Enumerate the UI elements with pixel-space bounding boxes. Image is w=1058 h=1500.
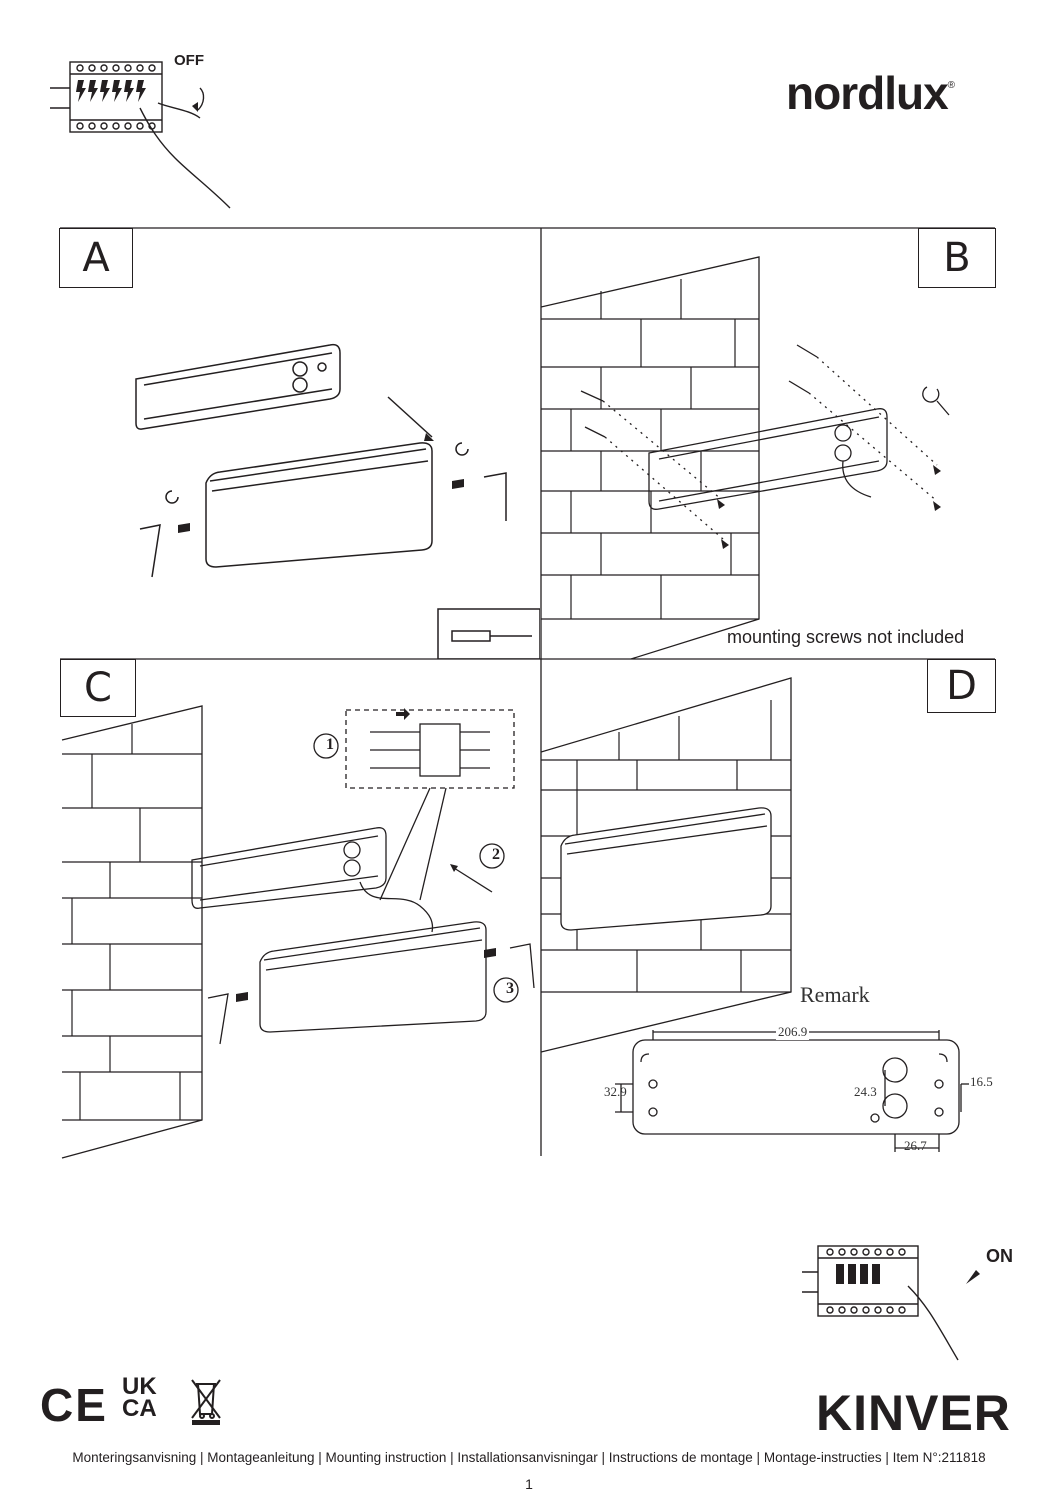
step-c-label: C	[60, 659, 136, 717]
step-c-marker-3: 3	[506, 980, 514, 997]
logo-text: nordlux	[786, 67, 949, 119]
breaker-on-illustration	[802, 1245, 980, 1361]
ukca-bottom: CA	[122, 1395, 157, 1422]
breaker-off-illustration	[50, 61, 231, 209]
panel-a-illustration	[135, 343, 540, 659]
step-d-label: D	[927, 659, 996, 713]
on-label: ON	[986, 1246, 1013, 1266]
panel-d-illustration	[541, 677, 969, 1152]
product-name: KINVER	[816, 1385, 1011, 1441]
panel-b-illustration	[541, 256, 950, 659]
mounting-screws-note: mounting screws not included	[727, 627, 965, 647]
dimension-hole-spacing: 24.3	[854, 1084, 877, 1099]
off-label: OFF	[174, 52, 204, 69]
dimension-hole-offset: 26.7	[904, 1138, 927, 1153]
dimension-edge-offset: 16.5	[970, 1074, 993, 1089]
step-b-label: B	[918, 228, 996, 288]
ce-mark: CE	[40, 1379, 108, 1431]
dimension-width: 206.9	[776, 1024, 810, 1040]
page-number: 1	[525, 1476, 533, 1492]
registered-mark: ®	[947, 80, 955, 91]
step-a-label: A	[59, 228, 133, 288]
footer-text: Monteringsanvisning | Montageanleitung |…	[72, 1450, 986, 1465]
ukca-mark: UK CA	[122, 1373, 157, 1422]
panel-c-illustration	[61, 705, 535, 1159]
dimension-height: 32.9	[604, 1084, 627, 1099]
remark-label: Remark	[800, 982, 870, 1007]
ukca-top: UK	[122, 1373, 157, 1400]
brand-logo: nordlux®	[786, 66, 955, 120]
weee-bin-icon	[191, 1379, 221, 1425]
step-c-marker-2: 2	[492, 846, 500, 863]
step-c-marker-1: 1	[326, 736, 334, 753]
